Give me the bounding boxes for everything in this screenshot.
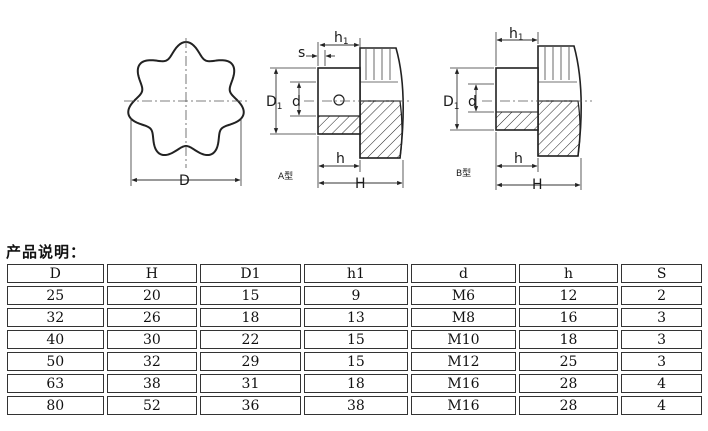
dim-D-label: D <box>179 173 190 189</box>
section-view-type-a: D1 d s h1 h H A型 <box>266 30 412 192</box>
cell-D: 32 <box>7 308 104 327</box>
section-title: 产品说明： <box>6 243 87 261</box>
cell-h: 18 <box>518 330 619 349</box>
cell-h: 28 <box>518 396 619 415</box>
cell-d: M8 <box>411 308 516 327</box>
dim-d-label: d <box>468 94 477 110</box>
cell-d: M16 <box>411 396 516 415</box>
dim-h1-label: h1 <box>334 30 349 47</box>
cell-D1: 36 <box>200 396 301 415</box>
cell-S: 4 <box>621 396 702 415</box>
front-view-lobed-knob: D <box>124 38 248 189</box>
cell-H: 32 <box>106 352 198 371</box>
table-row: 25 20 15 9 M6 12 2 <box>7 286 702 305</box>
column-header-h1: h1 <box>303 264 409 283</box>
cell-d: M6 <box>411 286 516 305</box>
cell-d: M16 <box>411 374 516 393</box>
column-header-h: h <box>518 264 619 283</box>
cell-H: 38 <box>106 374 198 393</box>
cell-H: 20 <box>106 286 198 305</box>
cell-D1: 15 <box>200 286 301 305</box>
cell-h1: 38 <box>303 396 409 415</box>
dim-h-label: h <box>514 151 523 167</box>
cell-D1: 22 <box>200 330 301 349</box>
dim-h-label: h <box>336 151 345 167</box>
table-row: 40 30 22 15 M10 18 3 <box>7 330 702 349</box>
type-b-bore-hatch <box>495 111 539 131</box>
cell-h1: 9 <box>303 286 409 305</box>
cell-H: 26 <box>106 308 198 327</box>
cell-S: 3 <box>621 330 702 349</box>
table-row: 50 32 29 15 M12 25 3 <box>7 352 702 371</box>
type-b-caption: B型 <box>456 168 471 179</box>
table-header-row: D H D1 h1 d h S <box>7 264 702 283</box>
cell-D: 50 <box>7 352 104 371</box>
cell-h: 28 <box>518 374 619 393</box>
cell-H: 52 <box>106 396 198 415</box>
cell-H: 30 <box>106 330 198 349</box>
dim-H-label: H <box>532 177 543 193</box>
cell-h1: 15 <box>303 330 409 349</box>
cell-D: 80 <box>7 396 104 415</box>
type-a-caption: A型 <box>278 171 293 182</box>
cell-S: 2 <box>621 286 702 305</box>
cell-h: 12 <box>518 286 619 305</box>
dim-s-label: s <box>298 45 305 61</box>
cell-d: M10 <box>411 330 516 349</box>
cell-S: 4 <box>621 374 702 393</box>
dim-H-label: H <box>355 176 366 192</box>
cell-h: 16 <box>518 308 619 327</box>
cell-h1: 13 <box>303 308 409 327</box>
cell-S: 3 <box>621 308 702 327</box>
cell-h1: 15 <box>303 352 409 371</box>
table-row: 80 52 36 38 M16 28 4 <box>7 396 702 415</box>
spec-table: D H D1 h1 d h S 25 20 15 9 M6 12 2 32 26… <box>4 261 705 418</box>
technical-drawing: D D1 d s <box>124 26 592 193</box>
cell-S: 3 <box>621 352 702 371</box>
dim-D1-label: D1 <box>443 94 460 112</box>
column-header-D: D <box>7 264 104 283</box>
table-row: 32 26 18 13 M8 16 3 <box>7 308 702 327</box>
dim-h1-label: h1 <box>509 26 524 43</box>
section-view-type-b: D1 d h1 h H B型 <box>443 26 592 193</box>
cell-D1: 29 <box>200 352 301 371</box>
dim-D1-label: D1 <box>266 94 283 112</box>
table-row: 63 38 31 18 M16 28 4 <box>7 374 702 393</box>
cell-D1: 18 <box>200 308 301 327</box>
cell-D: 40 <box>7 330 104 349</box>
type-b-hatched-section <box>537 100 581 157</box>
cell-D: 63 <box>7 374 104 393</box>
dim-d-label: d <box>292 94 301 110</box>
type-a-hatched-section <box>359 100 403 159</box>
cell-D1: 31 <box>200 374 301 393</box>
column-header-H: H <box>106 264 198 283</box>
cell-h: 25 <box>518 352 619 371</box>
column-header-S: S <box>621 264 702 283</box>
cell-D: 25 <box>7 286 104 305</box>
column-header-d: d <box>411 264 516 283</box>
cell-h1: 18 <box>303 374 409 393</box>
column-header-D1: D1 <box>200 264 301 283</box>
type-a-bore-hatch <box>317 115 361 135</box>
type-a-cross-hole <box>333 94 345 106</box>
cell-d: M12 <box>411 352 516 371</box>
